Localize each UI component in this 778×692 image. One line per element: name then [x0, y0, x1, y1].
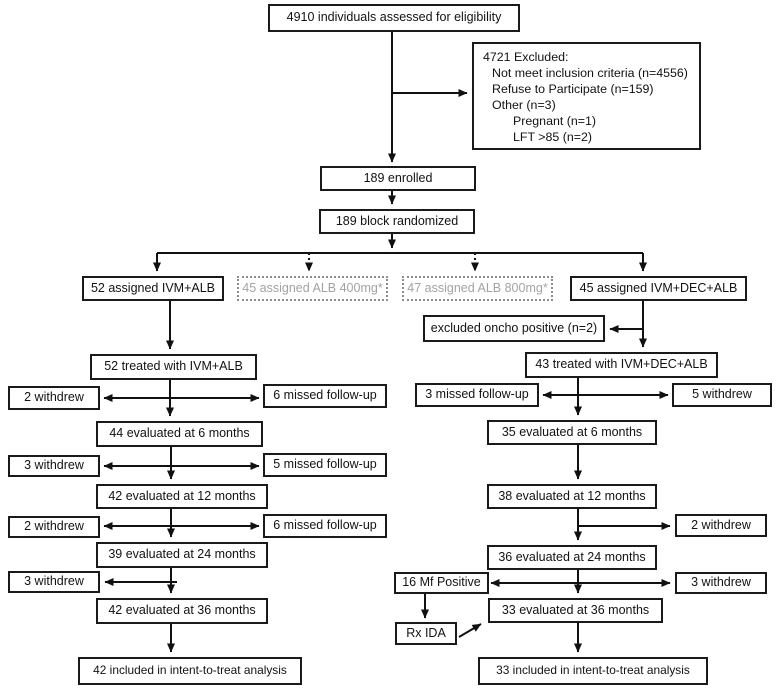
box-randomized: 189 block randomized	[319, 209, 475, 234]
left-eval-12-label: 42 evaluated at 12 months	[108, 488, 256, 503]
box-arm-alb800: 47 assigned ALB 800mg*	[402, 276, 553, 301]
box-left-withdrew-36: 3 withdrew	[8, 571, 100, 593]
left-missed-24-label: 6 missed follow-up	[273, 518, 377, 533]
box-left-missed-12: 5 missed follow-up	[263, 453, 387, 477]
box-arm-ivm-dec-alb: 45 assigned IVM+DEC+ALB	[570, 276, 747, 301]
right-missed-6-label: 3 missed follow-up	[425, 387, 529, 402]
eligibility-label: 4910 individuals assessed for eligibilit…	[286, 10, 502, 25]
excluded-line: Other (n=3)	[492, 98, 556, 112]
box-arm-ivm-alb: 52 assigned IVM+ALB	[82, 276, 224, 301]
left-eval-36-label: 42 evaluated at 36 months	[108, 603, 256, 618]
box-left-itt: 42 included in intent-to-treat analysis	[78, 657, 302, 685]
left-missed-12-label: 5 missed follow-up	[273, 457, 377, 472]
left-withdrew-6-label: 2 withdrew	[24, 390, 84, 405]
right-withdrew-36-label: 3 withdrew	[691, 575, 751, 590]
box-left-withdrew-6: 2 withdrew	[8, 386, 100, 410]
right-eval-24-label: 36 evaluated at 24 months	[498, 549, 646, 564]
left-eval-6-label: 44 evaluated at 6 months	[109, 426, 250, 441]
box-right-withdrew-36: 3 withdrew	[675, 572, 767, 594]
box-left-eval-24: 39 evaluated at 24 months	[96, 542, 268, 568]
left-treated-label: 52 treated with IVM+ALB	[104, 359, 243, 374]
left-withdrew-36-label: 3 withdrew	[24, 574, 84, 589]
right-eval-12-label: 38 evaluated at 12 months	[498, 488, 646, 503]
left-withdrew-24-label: 2 withdrew	[24, 519, 84, 534]
right-eval-36-label: 33 evaluated at 36 months	[501, 602, 650, 617]
excluded-line: LFT >85 (n=2)	[513, 130, 592, 144]
right-withdrew-24-label: 2 withdrew	[691, 517, 751, 532]
box-oncho-excluded: excluded oncho positive (n=2)	[423, 315, 605, 342]
right-eval-6-label: 35 evaluated at 6 months	[501, 424, 643, 439]
box-left-withdrew-24: 2 withdrew	[8, 516, 100, 538]
right-withdrew-6-label: 5 withdrew	[692, 387, 752, 402]
excluded-line: 4721 Excluded:	[483, 50, 569, 64]
left-withdrew-12-label: 3 withdrew	[24, 458, 84, 473]
box-rx-ida: Rx IDA	[395, 622, 457, 645]
box-excluded: 4721 Excluded: Not meet inclusion criter…	[472, 42, 701, 150]
excluded-line: Refuse to Participate (n=159)	[492, 82, 654, 96]
left-missed-6-label: 6 missed follow-up	[273, 388, 377, 403]
box-left-eval-12: 42 evaluated at 12 months	[96, 484, 268, 509]
box-right-eval-24: 36 evaluated at 24 months	[487, 545, 657, 570]
box-right-eval-6: 35 evaluated at 6 months	[487, 420, 657, 445]
box-right-withdrew-24: 2 withdrew	[675, 514, 767, 537]
box-left-eval-6: 44 evaluated at 6 months	[96, 421, 263, 447]
arm-alb800-label: 47 assigned ALB 800mg*	[407, 280, 548, 295]
left-eval-24-label: 39 evaluated at 24 months	[108, 547, 256, 562]
box-right-treated: 43 treated with IVM+DEC+ALB	[525, 352, 718, 378]
box-left-missed-24: 6 missed follow-up	[263, 514, 387, 538]
box-right-eval-12: 38 evaluated at 12 months	[487, 484, 657, 509]
right-itt-label: 33 included in intent-to-treat analysis	[496, 663, 690, 678]
enrolled-label: 189 enrolled	[363, 170, 433, 185]
left-itt-label: 42 included in intent-to-treat analysis	[93, 663, 287, 678]
excluded-line: Pregnant (n=1)	[513, 114, 597, 128]
box-left-eval-36: 42 evaluated at 36 months	[96, 598, 268, 624]
box-right-eval-36: 33 evaluated at 36 months	[488, 598, 663, 623]
rx-ida-label: Rx IDA	[406, 625, 446, 640]
box-right-withdrew-6: 5 withdrew	[672, 383, 772, 407]
box-left-withdrew-12: 3 withdrew	[8, 455, 100, 477]
box-eligibility: 4910 individuals assessed for eligibilit…	[268, 4, 520, 32]
right-treated-label: 43 treated with IVM+DEC+ALB	[535, 357, 708, 372]
box-right-itt: 33 included in intent-to-treat analysis	[478, 657, 708, 685]
box-right-missed-6: 3 missed follow-up	[415, 383, 539, 407]
arm-ivm-alb-label: 52 assigned IVM+ALB	[90, 280, 216, 295]
arm-alb400-label: 45 assigned ALB 400mg*	[242, 280, 383, 295]
box-enrolled: 189 enrolled	[320, 166, 476, 191]
randomized-label: 189 block randomized	[335, 213, 459, 228]
excluded-line: Not meet inclusion criteria (n=4556)	[492, 66, 688, 80]
box-mf-positive: 16 Mf Positive	[394, 572, 489, 594]
box-left-missed-6: 6 missed follow-up	[263, 384, 387, 408]
arm-ivm-dec-alb-label: 45 assigned IVM+DEC+ALB	[579, 280, 738, 295]
mf-positive-label: 16 Mf Positive	[402, 575, 481, 590]
oncho-excluded-label: excluded oncho positive (n=2)	[430, 320, 598, 335]
box-arm-alb400: 45 assigned ALB 400mg*	[237, 276, 388, 301]
box-left-treated: 52 treated with IVM+ALB	[90, 354, 257, 380]
